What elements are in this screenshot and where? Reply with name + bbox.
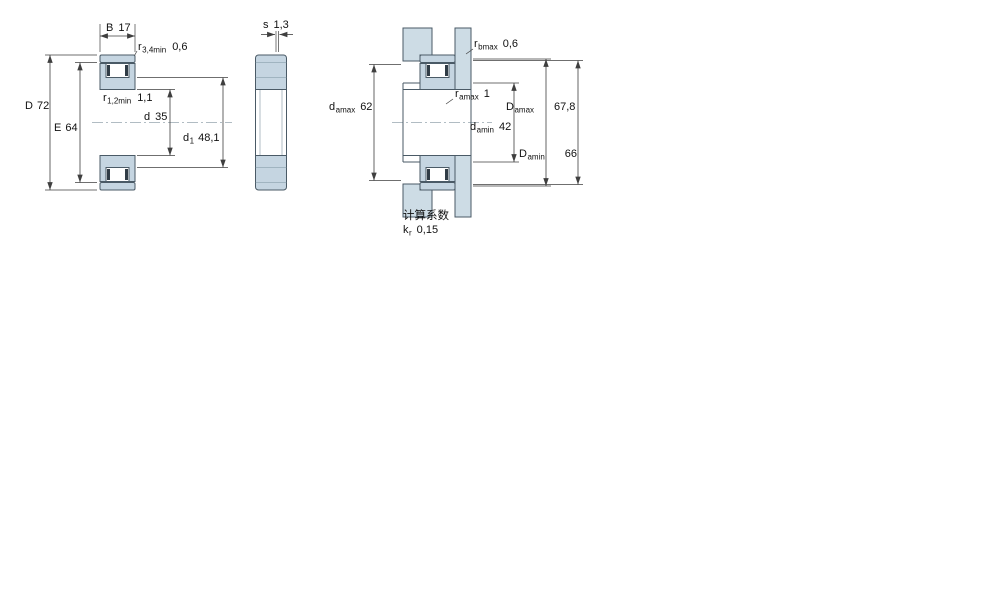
dim-ramax-value: 1	[484, 88, 490, 100]
dim-damax: damax 62	[329, 64, 401, 181]
dim-Damax-value: 67,8	[554, 101, 575, 113]
roller-bottom	[105, 167, 130, 182]
dim-ramax: ramax 1	[445, 88, 490, 105]
dim-Damin-value: 66	[565, 148, 577, 160]
dim-r12-sub: 1,2min	[107, 97, 131, 106]
dim-D-base: D	[25, 100, 33, 112]
dim-r12-label: r1,2min 1,1	[103, 92, 152, 106]
dim-r34-sub: 3,4min	[142, 46, 166, 55]
factor-kr-base: k	[403, 224, 409, 236]
dim-r34-base: r	[138, 41, 142, 53]
dim-D-value: 72	[37, 100, 49, 112]
dim-damax-base: d	[329, 101, 335, 113]
dim-Damin-sub: amin	[527, 153, 544, 162]
dim-Damax-label: Damax 67,8	[506, 101, 575, 115]
dim-r12: r1,2min 1,1	[103, 92, 152, 106]
dim-damax-label: damax 62	[329, 101, 372, 115]
dim-d1-base: d	[183, 132, 189, 144]
cage-mark	[107, 169, 110, 180]
cage-mark	[107, 65, 110, 76]
dim-damax-value: 62	[360, 101, 372, 113]
dim-d: d 35	[137, 89, 175, 156]
dim-rbmax-sub: bmax	[478, 43, 498, 52]
bore-opening	[256, 90, 286, 155]
dim-s-base: s	[263, 19, 269, 31]
dim-B: B 17	[99, 22, 136, 52]
cage-mark	[427, 65, 430, 76]
dim-rbmax-label: rbmax 0,6	[474, 38, 518, 52]
factor-kr-sub: r	[409, 229, 412, 238]
outer-ring-top	[419, 54, 456, 63]
dim-E-label: E 64	[54, 122, 78, 134]
dim-Damin-base: D	[519, 148, 527, 160]
dim-ramax-base: r	[455, 88, 459, 100]
calculation-factors: 计算系数 kr 0,15	[403, 208, 449, 238]
leader-line	[445, 98, 454, 105]
dim-damin: damin 42	[470, 82, 519, 163]
dim-s-label: s 1,3	[263, 19, 289, 31]
calculation-factors-heading: 计算系数	[403, 208, 449, 222]
dim-r12-value: 1,1	[137, 92, 152, 104]
dim-d-base: d	[144, 111, 150, 123]
dim-r34: r3,4min 0,6	[134, 41, 187, 56]
dim-r12-base: r	[103, 92, 107, 104]
outer-ring-top	[99, 54, 136, 63]
dim-B-value: 17	[118, 22, 130, 34]
view-side: s 1,3	[255, 19, 293, 191]
dim-rbmax: rbmax 0,6	[465, 38, 518, 55]
dim-d-label: d 35	[144, 111, 167, 123]
cage-mark	[125, 65, 128, 76]
dim-s: s 1,3	[261, 19, 293, 52]
dim-E: E 64	[54, 62, 97, 183]
cage-mark	[427, 169, 430, 180]
dim-r34-label: r3,4min 0,6	[138, 41, 187, 55]
dim-Damin-label: Damin 66	[519, 148, 577, 162]
leader-line	[465, 48, 474, 55]
roller-bottom	[425, 167, 450, 182]
dim-d1-sub: 1	[190, 137, 195, 146]
dim-Damax: Damax 67,8	[473, 58, 575, 187]
dim-damax-sub: amax	[336, 106, 356, 115]
dim-damin-value: 42	[499, 121, 511, 133]
dim-Damin: Damin 66	[473, 60, 583, 185]
outer-ring-bottom	[99, 182, 136, 191]
dim-D: D 72	[25, 54, 97, 191]
dim-damin-sub: amin	[477, 126, 494, 135]
dim-d1-value: 48,1	[198, 132, 219, 144]
dim-s-value: 1,3	[274, 19, 289, 31]
dim-damin-label: damin 42	[470, 121, 511, 135]
dim-r34-value: 0,6	[172, 41, 187, 53]
leader-line	[134, 50, 138, 56]
dim-E-base: E	[54, 122, 61, 134]
dim-rbmax-base: r	[474, 38, 478, 50]
dim-ramax-label: ramax 1	[455, 88, 490, 102]
factor-kr-value: 0,15	[417, 224, 438, 236]
dim-B-label: B 17	[106, 22, 131, 34]
dim-ramax-sub: amax	[459, 93, 479, 102]
dim-damin-base: d	[470, 121, 476, 133]
cage-mark	[445, 65, 448, 76]
cage-mark	[125, 169, 128, 180]
dim-Damax-base: D	[506, 101, 514, 113]
factor-kr: kr 0,15	[403, 224, 438, 238]
dim-E-value: 64	[65, 122, 77, 134]
dim-d-value: 35	[155, 111, 167, 123]
dim-rbmax-value: 0,6	[503, 38, 518, 50]
dim-B-base: B	[106, 22, 113, 34]
abutment-wall-bottom	[454, 155, 472, 218]
cage-mark	[445, 169, 448, 180]
abutment-wall-top	[454, 27, 472, 90]
dim-D-label: D 72	[25, 100, 49, 112]
outer-ring-bottom	[419, 182, 456, 191]
roller-top	[105, 63, 130, 78]
roller-top	[425, 63, 450, 78]
dim-Damax-sub: amax	[514, 106, 534, 115]
